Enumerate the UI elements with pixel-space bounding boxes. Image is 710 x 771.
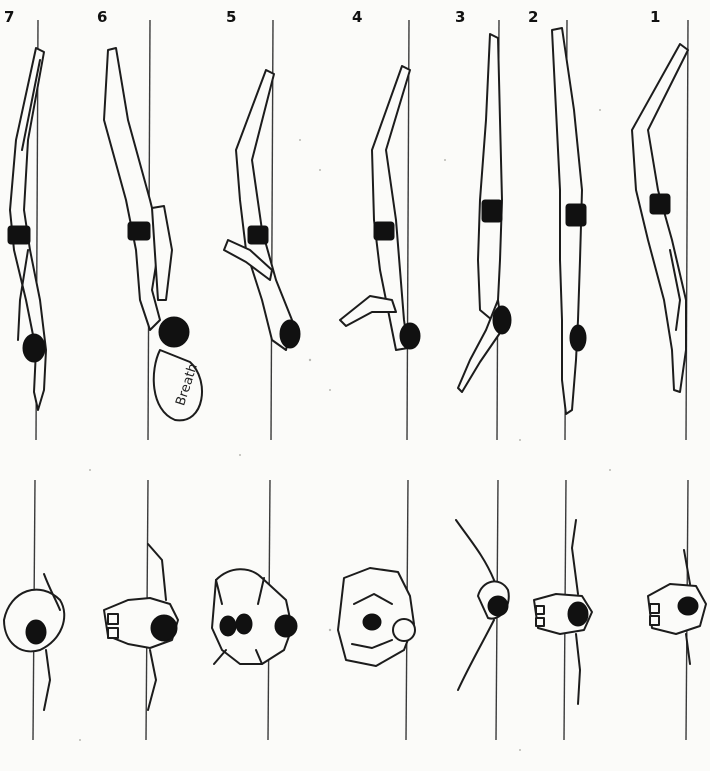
swimmer-front-view-2	[534, 520, 592, 704]
swimmer-side-view-2	[552, 28, 586, 414]
swimmer-side-view-3	[458, 34, 511, 392]
swimmer-front-view-5	[212, 569, 297, 664]
frame-number: 2	[528, 8, 538, 26]
swimmer-side-view-7	[8, 48, 46, 410]
swimmer-side-view-5	[224, 70, 300, 350]
swimmer-front-view-6	[104, 544, 178, 710]
swimmer-side-view-1	[632, 44, 688, 392]
frame-number: 3	[455, 8, 465, 26]
swimmer-front-view-1	[648, 550, 706, 664]
frame-number: 5	[226, 8, 236, 26]
frame-number-row: 7 6 5 4 3 2 1	[4, 8, 660, 26]
frame-number: 7	[4, 8, 14, 26]
frame-number: 4	[352, 8, 362, 26]
frame-number: 1	[650, 8, 660, 26]
swimmer-side-view-6: Breath	[104, 48, 202, 420]
swimmer-front-view-4	[338, 568, 415, 666]
swimmer-front-view-7	[4, 574, 64, 710]
swimmer-front-view-3	[456, 520, 509, 690]
frame-number: 6	[97, 8, 107, 26]
